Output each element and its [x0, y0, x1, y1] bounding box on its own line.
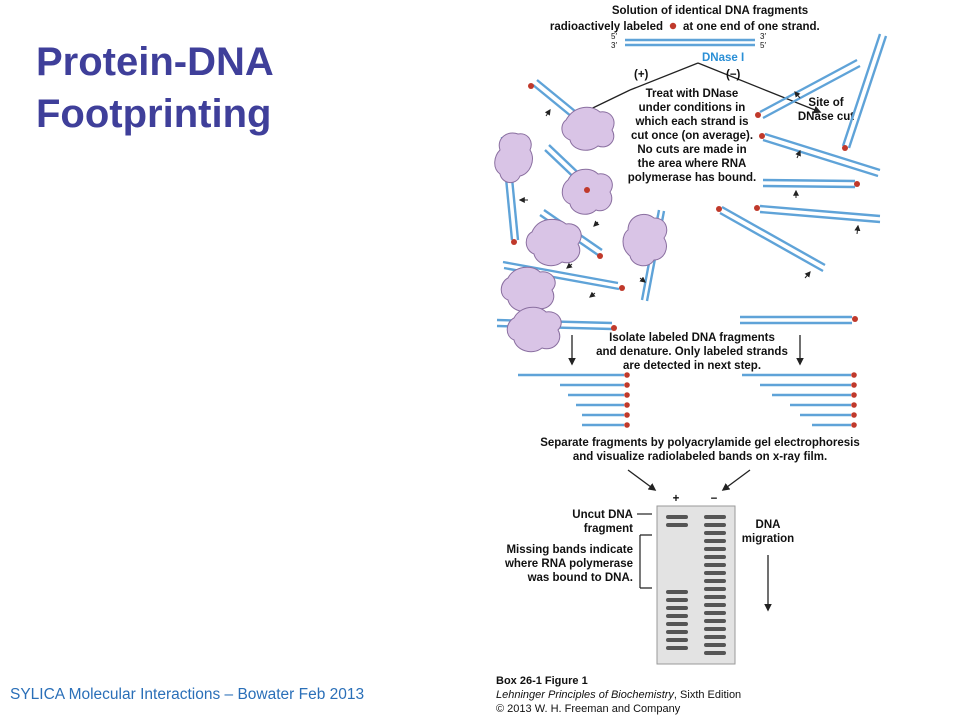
dnase-label: DNase I	[702, 52, 744, 64]
missing-line-3: was bound to DNA.	[527, 572, 633, 584]
footprinting-figure: Solution of identical DNA fragments radi…	[494, 5, 888, 715]
minus-branch-label: (−)	[726, 69, 741, 81]
caption-book-line: Lehninger Principles of Biochemistry, Si…	[496, 689, 741, 701]
top-heading-line-2b: at one end of one strand.	[683, 21, 820, 33]
treat-line-6: the area where RNA	[638, 158, 747, 170]
gel-plus-label: +	[673, 493, 680, 505]
separate-line-2: and visualize radiolabeled bands on x-ra…	[573, 451, 827, 463]
arrow-to-plus-lane	[627, 469, 657, 491]
intact-dna-fragment	[625, 38, 755, 47]
missing-bands-bracket	[639, 534, 652, 589]
isolate-line-1: Isolate labeled DNA fragments	[609, 332, 775, 344]
slide-footer: SYLICA Molecular Interactions – Bowater …	[10, 686, 365, 703]
end-3-top: 3′	[760, 32, 766, 41]
treat-line-4: cut once (on average).	[631, 130, 753, 142]
missing-line-2: where RNA polymerase	[504, 558, 633, 570]
arrow-to-minus-lane	[721, 469, 751, 491]
caption-copyright: © 2013 W. H. Freeman and Company	[496, 703, 681, 715]
ladder-labels	[624, 372, 857, 428]
treat-line-3: which each strand is	[634, 116, 748, 128]
site-of-cut-line-1: Site of	[808, 97, 843, 109]
caption-edition: , Sixth Edition	[674, 689, 741, 701]
isolate-line-3: are detected in next step.	[623, 360, 761, 372]
site-of-cut-line-2: DNase cut	[798, 111, 854, 123]
separate-line-1: Separate fragments by polyacrylamide gel…	[540, 437, 860, 449]
caption-box: Box 26-1 Figure 1	[496, 675, 588, 687]
labeled-strand-ladders	[518, 373, 851, 427]
uncut-line-2: fragment	[584, 523, 633, 535]
end-5-top: 5′	[611, 32, 617, 41]
missing-line-1: Missing bands indicate	[506, 544, 633, 556]
caption-book: Lehninger Principles of Biochemistry	[496, 689, 675, 701]
slide-title: Protein-DNA Footprinting	[36, 36, 274, 140]
end-3-bottom: 3′	[611, 41, 617, 50]
end-5-bottom: 5′	[760, 41, 766, 50]
treat-line-5: No cuts are made in	[637, 144, 746, 156]
top-heading-line-2a: radioactively labeled	[550, 21, 663, 33]
title-line-2: Footprinting	[36, 92, 272, 136]
migration-line-2: migration	[742, 533, 794, 545]
treat-line-2: under conditions in	[639, 102, 746, 114]
isolated-fragments-top	[568, 315, 858, 366]
treat-line-1: Treat with DNase	[646, 88, 739, 100]
naked-dna-fragments	[716, 33, 888, 279]
uncut-line-1: Uncut DNA	[572, 509, 633, 521]
isolate-line-2: and denature. Only labeled strands	[596, 346, 788, 358]
radiolabel-star-icon	[669, 22, 677, 30]
treat-line-7: polymerase has bound.	[628, 172, 756, 184]
protein-bound-fragments	[494, 79, 668, 353]
gel-minus-label: −	[711, 493, 718, 505]
plus-branch-label: (+)	[634, 69, 649, 81]
top-heading-line-1: Solution of identical DNA fragments	[612, 5, 808, 17]
migration-line-1: DNA	[756, 519, 781, 531]
gel	[656, 505, 736, 665]
title-line-1: Protein-DNA	[36, 40, 274, 84]
